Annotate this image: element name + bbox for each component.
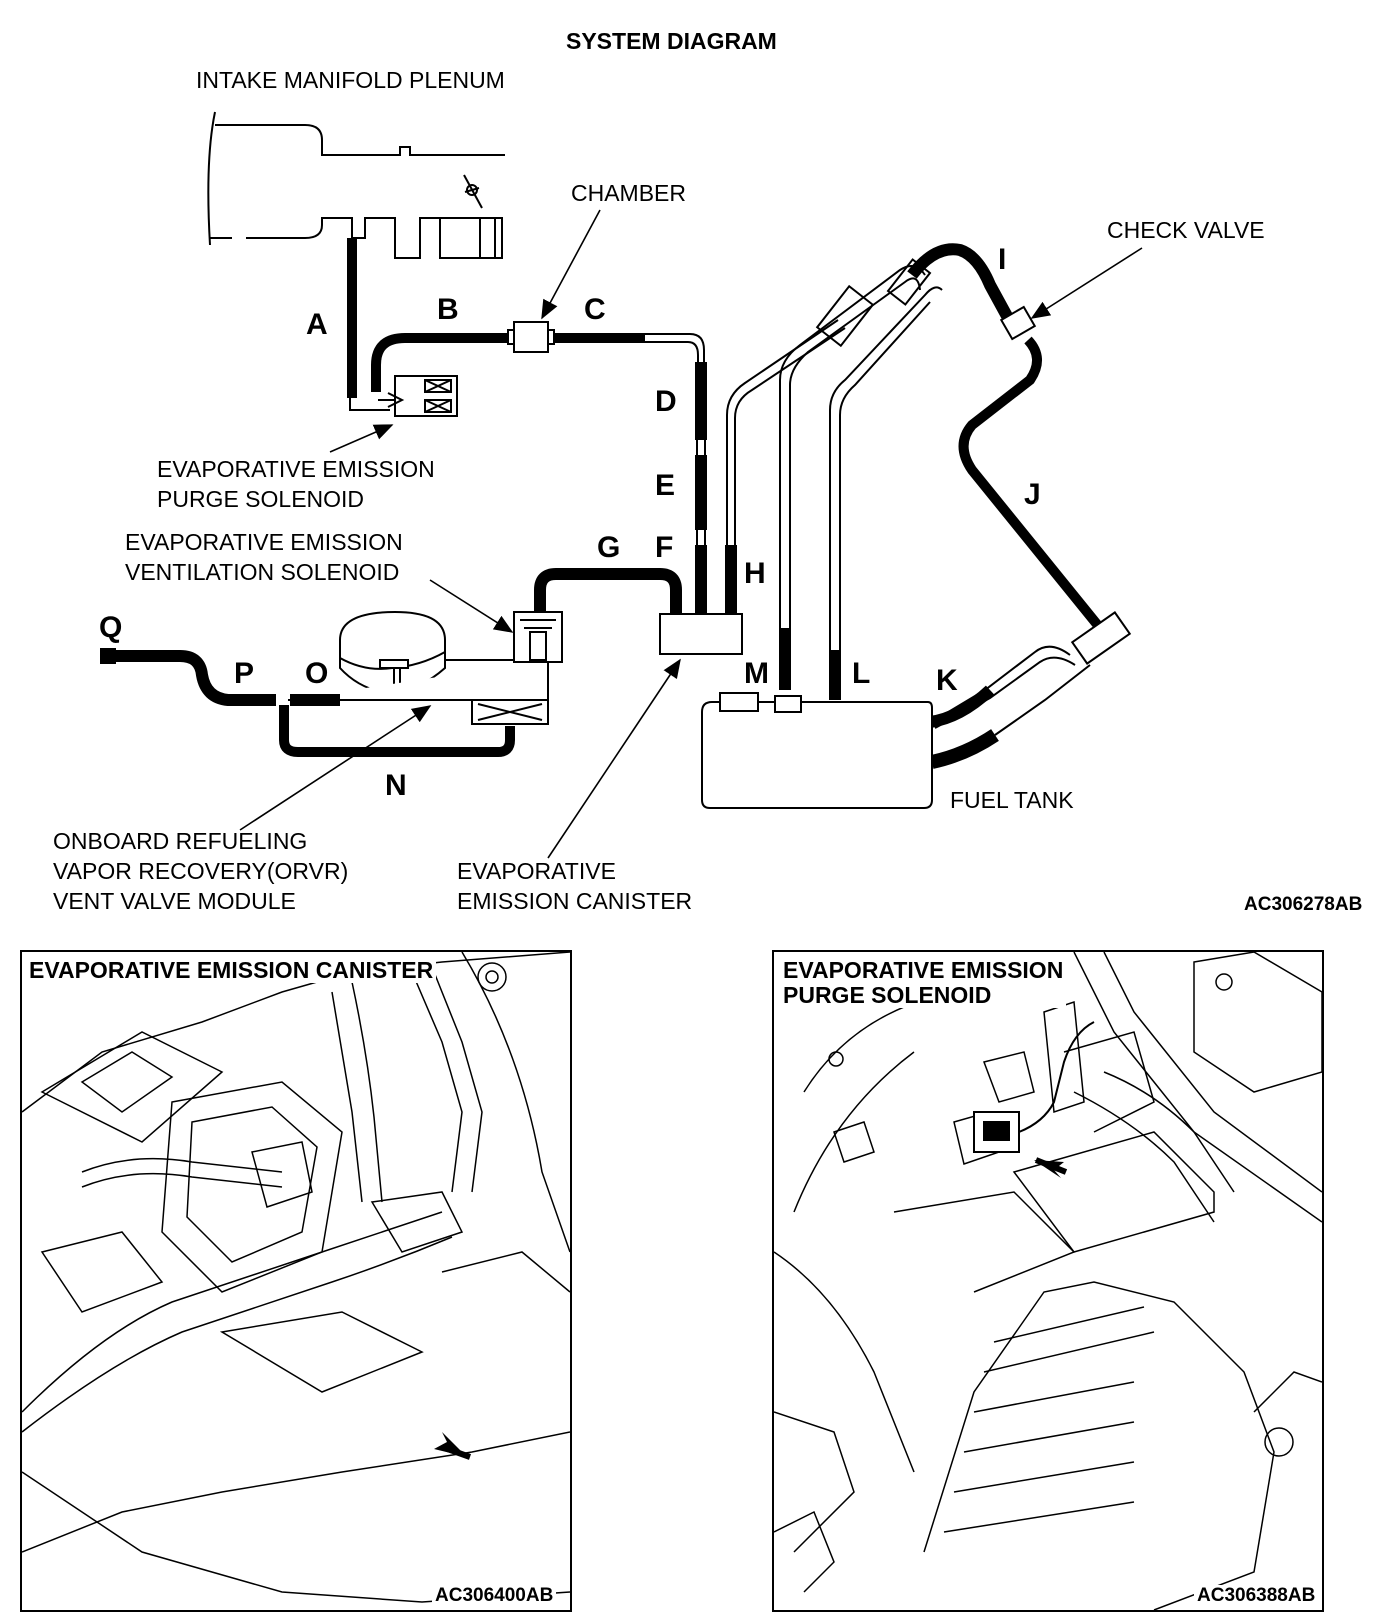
- hose-g: [534, 568, 682, 614]
- hose-label-n: N: [385, 769, 407, 802]
- label-chamber: CHAMBER: [571, 180, 687, 206]
- hose-label-j: J: [1024, 478, 1041, 511]
- hose-label-k: K: [936, 664, 958, 697]
- hose-label-o: O: [305, 657, 329, 690]
- orvr-vent-valve-module: [288, 610, 549, 725]
- vent-solenoid: [513, 611, 563, 663]
- hose-label-i: I: [998, 243, 1007, 276]
- label-orvr-line3: VENT VALVE MODULE: [53, 888, 296, 914]
- photo2-title: EVAPORATIVE EMISSION PURGE SOLENOID: [780, 957, 1067, 1008]
- vent-outlet-q: [100, 648, 116, 664]
- photo1-title: EVAPORATIVE EMISSION CANISTER: [26, 958, 437, 983]
- label-canister: EVAPORATIVE EMISSION CANISTER: [457, 856, 692, 916]
- hose-label-h: H: [744, 557, 766, 590]
- label-intake-manifold: INTAKE MANIFOLD PLENUM: [196, 67, 505, 93]
- hose-i: [907, 243, 1014, 321]
- hose-p: [115, 650, 276, 706]
- hose-b: [371, 333, 514, 392]
- hose-label-f: F: [655, 531, 674, 564]
- canister-location-illustration: [22, 952, 570, 1603]
- hose-label-e: E: [655, 469, 676, 502]
- canister-location-photo: EVAPORATIVE EMISSION CANISTER AC306400AB: [20, 950, 572, 1612]
- label-orvr-line2: VAPOR RECOVERY(ORVR): [53, 858, 349, 884]
- label-purge-solenoid-line1: EVAPORATIVE EMISSION: [157, 456, 435, 482]
- label-fuel-tank: FUEL TANK: [950, 787, 1074, 813]
- hose-k: [929, 685, 995, 728]
- hose-label-m: M: [744, 657, 769, 690]
- hose-label-d: D: [655, 385, 677, 418]
- photo2-title-line2: PURGE SOLENOID: [783, 982, 992, 1008]
- fuel-tank: [701, 692, 933, 809]
- diagram-figure-code: AC306278AB: [1244, 894, 1363, 915]
- label-canister-line2: EMISSION CANISTER: [457, 888, 693, 914]
- hose-j: [958, 336, 1104, 632]
- hose-label-g: G: [597, 531, 621, 564]
- hose-label-p: P: [234, 657, 255, 690]
- label-orvr-line1: ONBOARD REFUELING: [53, 828, 308, 854]
- diagram-title: SYSTEM DIAGRAM: [566, 28, 777, 54]
- photo2-title-line1: EVAPORATIVE EMISSION: [783, 957, 1064, 983]
- label-check-valve: CHECK VALVE: [1107, 217, 1265, 243]
- check-valve: [999, 305, 1037, 341]
- label-vent-solenoid-line1: EVAPORATIVE EMISSION: [125, 529, 403, 555]
- label-vent-solenoid: EVAPORATIVE EMISSION VENTILATION SOLENOI…: [125, 527, 403, 587]
- label-purge-solenoid-line2: PURGE SOLENOID: [157, 486, 365, 512]
- solenoid-connector: [973, 1021, 1095, 1153]
- hose-label-b: B: [437, 293, 459, 326]
- chamber: [507, 321, 555, 353]
- purge-solenoid-location-illustration: [774, 952, 1322, 1610]
- hose-label-c: C: [584, 293, 606, 326]
- hose-label-l: L: [852, 657, 871, 690]
- label-orvr: ONBOARD REFUELING VAPOR RECOVERY(ORVR) V…: [53, 826, 348, 916]
- canister-body: [659, 613, 743, 655]
- intake-manifold-plenum: [207, 111, 505, 259]
- label-purge-solenoid: EVAPORATIVE EMISSION PURGE SOLENOID: [157, 454, 435, 514]
- hose-label-q: Q: [99, 611, 123, 644]
- purge-solenoid-location-photo: EVAPORATIVE EMISSION PURGE SOLENOID AC30…: [772, 950, 1324, 1612]
- purge-solenoid-body: [349, 375, 458, 417]
- hose-n: [279, 705, 515, 757]
- label-vent-solenoid-line2: VENTILATION SOLENOID: [125, 559, 400, 585]
- hose-label-a: A: [306, 308, 328, 341]
- label-canister-line1: EVAPORATIVE: [457, 858, 616, 884]
- photo2-code: AC306388AB: [1194, 1585, 1319, 1607]
- system-diagram: [100, 111, 1143, 859]
- photo1-code: AC306400AB: [432, 1585, 557, 1607]
